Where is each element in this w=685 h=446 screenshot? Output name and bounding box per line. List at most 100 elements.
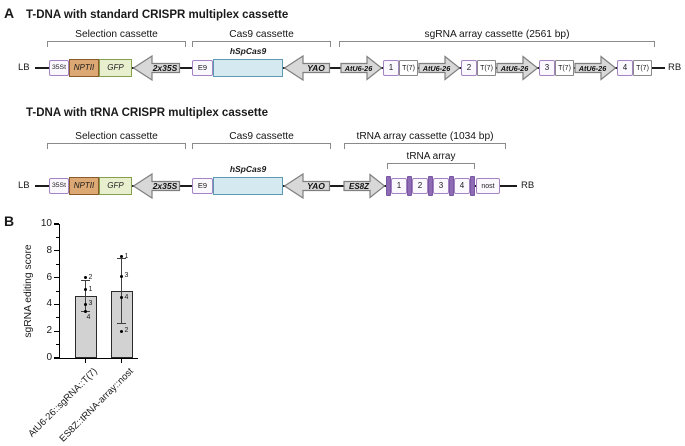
error-bar-cap xyxy=(81,279,90,281)
x-category-label: AtU6-26::sgRNA::T(7) xyxy=(25,366,100,440)
construct1-title: T-DNA with standard CRISPR multiplex cas… xyxy=(26,9,289,21)
x-tick xyxy=(120,358,123,363)
error-bar xyxy=(120,258,123,324)
error-bar xyxy=(84,280,87,312)
hspcas9-gene-label-2: hSpCas9 xyxy=(229,164,267,174)
y-minor-tick xyxy=(55,290,59,292)
left-border-label-1: LB xyxy=(18,62,30,73)
data-point-label: 2 xyxy=(124,327,129,335)
trna-spacer-bar xyxy=(449,176,454,196)
trna-guide-box: 1 xyxy=(391,178,407,194)
bracket-label: Selection cassette xyxy=(75,29,158,40)
cas9-cassette-bracket-2: Cas9 cassette xyxy=(192,131,331,149)
terminator-35st-box-2: 35St xyxy=(49,178,69,194)
bracket-label: Selection cassette xyxy=(75,131,158,142)
left-border-label-2: LB xyxy=(18,180,30,191)
bracket-label: Cas9 cassette xyxy=(229,131,294,142)
sgrna-guide-box: 3 xyxy=(539,60,555,76)
sgrna-guide-box: 2 xyxy=(461,60,477,76)
x-tick xyxy=(84,358,87,363)
selection-cassette-bracket-1: Selection cassette xyxy=(47,29,186,47)
terminator-e9-box-1: E9 xyxy=(192,60,213,76)
terminator-t7-box: T(7) xyxy=(477,60,496,76)
promoter-yao-arrow-2: YAO xyxy=(283,172,331,200)
y-axis-label: sgRNA editing score xyxy=(23,244,34,338)
data-point xyxy=(84,309,87,313)
promoter-es8z-arrow: ES8Z xyxy=(343,173,386,199)
data-point-label: 1 xyxy=(124,252,129,260)
y-major-tick xyxy=(54,303,59,305)
terminator-t7-box: T(7) xyxy=(633,60,652,76)
bracket-label: tRNA array xyxy=(406,151,456,162)
selection-cassette-bracket-2: Selection cassette xyxy=(47,131,186,149)
data-point xyxy=(84,302,87,306)
arrow-label: YAO xyxy=(307,63,325,73)
trna-spacer-bar xyxy=(428,176,433,196)
y-tick-label: 4 xyxy=(46,298,52,310)
y-tick-label: 6 xyxy=(46,271,52,283)
data-point-label: 2 xyxy=(88,273,93,281)
y-tick-label: 10 xyxy=(40,218,52,229)
cas9-cassette-bracket-1: Cas9 cassette xyxy=(192,29,331,47)
bracket-line xyxy=(387,163,475,169)
sgrna-guide-box: 1 xyxy=(383,60,399,76)
promoter-yao-arrow-1: YAO xyxy=(283,54,331,82)
data-point xyxy=(84,288,87,292)
data-point-label: 3 xyxy=(88,300,93,308)
panel-a-label: A xyxy=(4,5,15,21)
arrow-label: 2x35S xyxy=(152,181,178,191)
terminator-nost-box: nost xyxy=(476,178,500,194)
y-minor-tick xyxy=(55,263,59,265)
error-bar-cap xyxy=(117,323,126,325)
arrow-label: AtU6-26 xyxy=(500,64,530,73)
data-point xyxy=(120,255,123,259)
sgrna-array-cassette-bracket: sgRNA array cassette (2561 bp) xyxy=(339,29,655,47)
y-tick-label: 2 xyxy=(46,325,52,337)
trna-spacer-bar xyxy=(407,176,412,196)
y-major-tick xyxy=(54,277,59,279)
trna-spacer-bar xyxy=(470,176,475,196)
terminator-35st-box-1: 35St xyxy=(49,60,69,76)
y-minor-tick xyxy=(55,317,59,319)
arrow-label: 2x35S xyxy=(152,63,178,73)
trna-guide-box: 3 xyxy=(433,178,449,194)
promoter-2x35s-arrow-2: 2x35S xyxy=(132,172,181,200)
hspcas9-gene-box-2 xyxy=(213,177,283,195)
data-point xyxy=(120,329,123,333)
terminator-t7-box: T(7) xyxy=(399,60,418,76)
panel-b-label: B xyxy=(4,213,15,229)
y-major-tick xyxy=(54,223,59,225)
data-point-label: 4 xyxy=(86,314,91,322)
atu6-26-promoter-arrow: AtU6-26 xyxy=(496,55,539,81)
gfp-gene-box-2: GFP xyxy=(99,177,132,195)
error-bar-cap xyxy=(117,257,126,259)
atu6-26-promoter-arrow: AtU6-26 xyxy=(418,55,461,81)
trna-spacer-bar xyxy=(386,176,391,196)
right-border-label-1: RB xyxy=(668,62,682,73)
gfp-gene-box-1: GFP xyxy=(99,59,132,77)
y-tick-label: 8 xyxy=(46,244,52,256)
arrow-label: AtU6-26 xyxy=(344,64,374,73)
bracket-label: Cas9 cassette xyxy=(229,29,294,40)
bracket-label: tRNA array cassette (1034 bp) xyxy=(356,131,494,142)
y-major-tick xyxy=(54,357,59,359)
data-point-label: 3 xyxy=(124,272,129,280)
trna-guide-box: 2 xyxy=(412,178,428,194)
arrow-label: AtU6-26 xyxy=(422,64,452,73)
y-major-tick xyxy=(54,330,59,332)
right-border-label-2: RB xyxy=(521,180,535,191)
hspcas9-gene-label-1: hSpCas9 xyxy=(229,46,267,56)
arrow-label: YAO xyxy=(307,181,325,191)
terminator-t7-box: T(7) xyxy=(555,60,574,76)
y-minor-tick xyxy=(55,344,59,346)
data-point xyxy=(120,296,123,300)
bracket-label: sgRNA array cassette (2561 bp) xyxy=(424,29,570,40)
data-point-label: 1 xyxy=(88,285,93,293)
y-minor-tick xyxy=(55,236,59,238)
trna-array-cassette-bracket: tRNA array cassette (1034 bp) xyxy=(344,131,506,149)
y-tick-label: 0 xyxy=(46,352,52,363)
promoter-2x35s-arrow-1: 2x35S xyxy=(132,54,181,82)
bracket-line xyxy=(192,41,331,47)
bracket-line xyxy=(47,143,186,149)
